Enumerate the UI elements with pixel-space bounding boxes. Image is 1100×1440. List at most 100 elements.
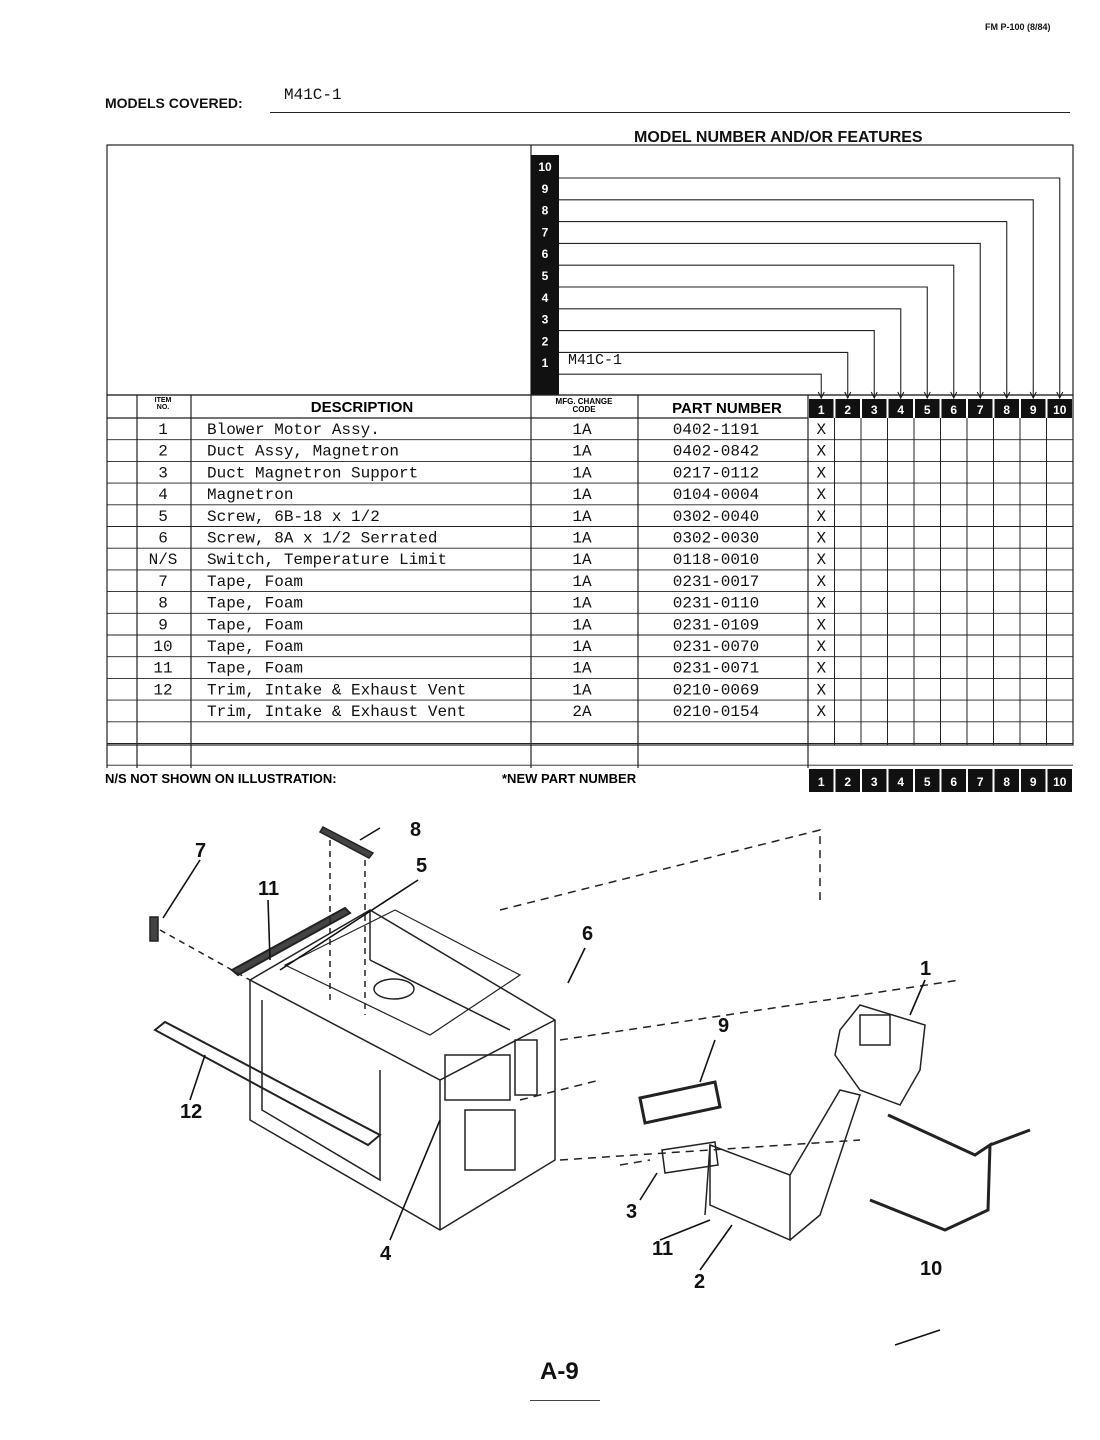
row-description: Screw, 6B-18 x 1/2 <box>207 508 380 526</box>
leader-arrow <box>1003 391 1011 400</box>
model-number-column <box>531 155 559 395</box>
callout-12: 12 <box>180 1101 202 1123</box>
row-model-1-mark: X <box>816 638 826 656</box>
footer-new-part-note: *NEW PART NUMBER <box>502 771 637 786</box>
row-description: Tape, Foam <box>207 616 303 634</box>
model-column-header <box>941 399 966 418</box>
row-model-1-mark: X <box>816 421 826 439</box>
model-leader-line <box>559 221 1008 398</box>
leader-arrow <box>870 391 878 400</box>
row-part-number: 0231-0109 <box>673 616 759 634</box>
row-item-no: 1 <box>158 421 168 439</box>
row-part-number: 0302-0040 <box>673 508 759 526</box>
model-column-footer-label: 6 <box>950 775 957 789</box>
blower-motor-shape <box>834 1004 926 1106</box>
row-description: Trim, Intake & Exhaust Vent <box>207 703 466 721</box>
model-column-footer <box>1047 769 1072 792</box>
row-part-number: 0104-0004 <box>673 486 759 504</box>
model-row-number: 4 <box>542 291 549 305</box>
callout-11-duct: 11 <box>652 1238 673 1260</box>
row-item-no: 6 <box>158 530 168 548</box>
model-column-footer <box>994 769 1019 792</box>
row-part-number: 0231-0071 <box>673 660 759 678</box>
model-column-header <box>968 399 993 418</box>
model-column-header-label: 6 <box>950 403 957 417</box>
model-column-footer <box>888 769 913 792</box>
row-mfg-code: 1A <box>572 595 592 613</box>
leader-arrow <box>1029 391 1037 400</box>
model-row-number: 7 <box>542 225 549 239</box>
row-mfg-code: 1A <box>572 486 592 504</box>
model-row-number: 9 <box>542 182 549 196</box>
model-leader-line <box>559 351 849 398</box>
row-mfg-code: 1A <box>572 573 592 591</box>
model-column-header-label: 2 <box>844 403 851 417</box>
model-column-header <box>835 399 860 418</box>
description-header: DESCRIPTION <box>311 399 414 416</box>
model-column-footer-label: 5 <box>924 775 931 789</box>
row-part-number: 0402-1191 <box>673 421 759 439</box>
callout-7: 7 <box>195 840 206 862</box>
row-mfg-code: 1A <box>572 660 592 678</box>
row-mfg-code: 1A <box>572 616 592 634</box>
part-number-header: PART NUMBER <box>672 400 782 417</box>
callout-6: 6 <box>582 923 593 945</box>
row-mfg-code: 1A <box>572 421 592 439</box>
model-column-footer <box>968 769 993 792</box>
duct-shape <box>709 1143 791 1242</box>
row-item-no: 3 <box>158 464 168 482</box>
row-description: Trim, Intake & Exhaust Vent <box>207 681 466 699</box>
leader-arrow <box>844 391 852 400</box>
model-column-header <box>1021 399 1046 418</box>
callout-9: 9 <box>718 1015 729 1037</box>
models-covered-underline <box>270 112 1070 113</box>
model-column-footer-label: 4 <box>897 775 904 789</box>
row-description: Blower Motor Assy. <box>207 421 380 439</box>
row-model-1-mark: X <box>816 573 826 591</box>
row-item-no: N/S <box>149 551 178 569</box>
model-row-number: 2 <box>542 334 549 348</box>
features-title: MODEL NUMBER AND/OR FEATURES <box>634 129 923 146</box>
row-item-no: 9 <box>158 616 168 634</box>
row-description: Magnetron <box>207 486 293 504</box>
row-model-1-mark: X <box>816 508 826 526</box>
row-description: Tape, Foam <box>207 573 303 591</box>
model-row-number: 3 <box>542 313 549 327</box>
row-model-1-mark: X <box>816 660 826 678</box>
callout-11-top: 11 <box>258 878 279 900</box>
model-column-header-label: 3 <box>871 403 878 417</box>
magnetron-shape <box>444 1054 511 1101</box>
row-model-1-mark: X <box>816 486 826 504</box>
leader-arrow <box>950 391 958 400</box>
model-column-header-label: 9 <box>1030 403 1037 417</box>
row-part-number: 0210-0069 <box>673 681 759 699</box>
page-number: A-9 <box>540 1358 579 1385</box>
model-leader-line <box>559 330 875 398</box>
model-column-footer-label: 8 <box>1003 775 1010 789</box>
model-leader-line <box>559 242 981 398</box>
tape-10 <box>869 1113 992 1232</box>
model-row-number: 8 <box>542 204 549 218</box>
callout-2: 2 <box>694 1271 705 1293</box>
model-leader-line <box>559 373 822 398</box>
exploded-diagram: 10 1 2 3 4 5 6 7 8 9 11 11 12 <box>149 819 1031 1346</box>
row-model-1-mark: X <box>816 464 826 482</box>
row-mfg-code: 1A <box>572 530 592 548</box>
row-model-1-mark: X <box>816 681 826 699</box>
leader-arrow <box>923 391 931 400</box>
row-item-no: 5 <box>158 508 168 526</box>
model-column-footer <box>809 769 834 792</box>
row-description: Switch, Temperature Limit <box>207 551 447 569</box>
model-column-footer-label: 1 <box>818 775 825 789</box>
row-item-no: 7 <box>158 573 168 591</box>
row-item-no: 2 <box>158 443 168 461</box>
model-row-number: 10 <box>538 160 552 174</box>
row-model-1-mark: X <box>816 703 826 721</box>
model-column-header-label: 10 <box>1053 403 1067 417</box>
models-covered-value: M41C-1 <box>284 86 342 104</box>
row-mfg-code: 1A <box>572 551 592 569</box>
turntable-hub <box>373 978 415 1000</box>
row-mfg-code: 1A <box>572 443 592 461</box>
leader-arrow <box>817 391 825 400</box>
